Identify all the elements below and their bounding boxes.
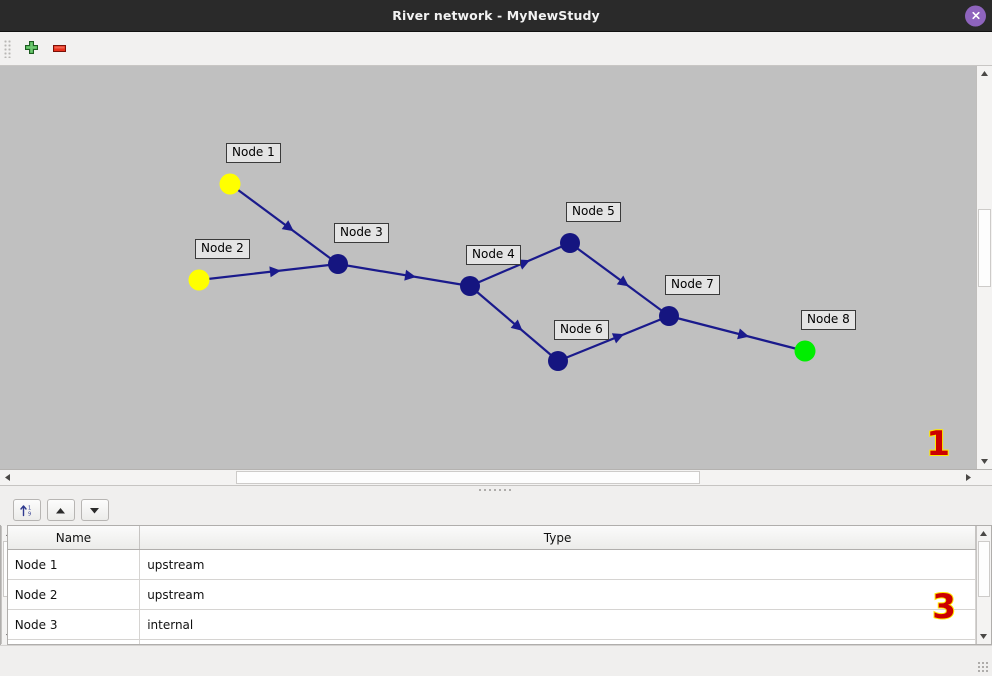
nodes-scroll-up-arrow-icon[interactable] — [976, 526, 991, 541]
graph-edge-arrow-icon — [269, 266, 281, 278]
graph-node-label[interactable]: Node 2 — [195, 239, 250, 259]
scroll-up-arrow-icon[interactable] — [977, 66, 992, 81]
table-cell[interactable]: upstream — [139, 579, 976, 610]
graph-edge[interactable] — [198, 262, 339, 282]
remove-minus-icon[interactable] — [45, 36, 73, 62]
scroll-right-arrow-icon[interactable] — [961, 470, 976, 485]
graph-edge-arrow-icon — [404, 269, 417, 281]
graph-edge[interactable] — [569, 242, 670, 317]
graph-edges-and-nodes — [188, 173, 816, 371]
window-resize-grip-icon[interactable] — [978, 662, 989, 673]
graph-vscroll-thumb[interactable] — [978, 209, 991, 287]
graph-node[interactable] — [659, 306, 679, 326]
graph-edge[interactable] — [557, 314, 670, 363]
table-cell[interactable]: Node 1 — [7, 549, 141, 580]
graph-edge-arrow-icon — [737, 328, 750, 340]
window-title: River network - MyNewStudy — [392, 8, 600, 23]
annotation-1: 1 — [925, 424, 951, 464]
graph-edge[interactable] — [469, 285, 559, 362]
graph-edge-arrow-icon — [281, 220, 294, 232]
nodes-arrow-up-icon[interactable] — [46, 499, 75, 521]
graph-edge[interactable] — [337, 262, 471, 288]
graph-canvas-area: 1 Node 1 Node 2 Node 3 Node 4 Node 5 Node 6 No… — [0, 66, 992, 470]
nodes-vscroll-thumb[interactable] — [977, 541, 990, 597]
graph-node-label[interactable]: Node 8 — [801, 310, 856, 330]
horizontal-splitter[interactable] — [0, 486, 992, 495]
nodes-vscroll-track[interactable] — [976, 541, 991, 629]
graph-vscroll-track[interactable] — [977, 81, 992, 454]
svg-text:1: 1 — [28, 505, 31, 511]
toolbar-grip[interactable] — [4, 39, 11, 58]
graph-node[interactable] — [794, 340, 816, 362]
graph-node[interactable] — [219, 173, 241, 195]
nodes-table-vertical-scrollbar[interactable] — [975, 526, 992, 644]
splitter-grip-icon — [479, 489, 513, 492]
graph-vertical-scrollbar[interactable] — [976, 66, 992, 469]
graph-node-label[interactable]: Node 3 — [334, 223, 389, 243]
scrollbar-corner — [976, 470, 992, 485]
graph-node[interactable] — [560, 233, 580, 253]
nodes-table-row[interactable]: Node 4internal — [7, 639, 976, 644]
graph-node-label[interactable]: Node 6 — [554, 320, 609, 340]
nodes-sort-ascending-icon[interactable]: 1 9 — [12, 499, 41, 521]
graph-node[interactable] — [188, 269, 210, 291]
column-header[interactable]: Type — [139, 526, 976, 550]
window-titlebar: River network - MyNewStudy — [0, 0, 992, 32]
scroll-left-arrow-icon[interactable] — [0, 470, 15, 485]
add-plus-icon[interactable] — [17, 36, 45, 62]
graph-edge-arrow-icon — [517, 259, 531, 270]
table-cell[interactable]: upstream — [139, 549, 976, 580]
svg-text:9: 9 — [28, 511, 31, 517]
graph-node-label[interactable]: Node 1 — [226, 143, 281, 163]
close-icon[interactable] — [965, 5, 986, 26]
nodes-toolbar: 1 9 — [6, 495, 992, 525]
nodes-scroll-down-arrow-icon[interactable] — [976, 629, 991, 644]
graph-node[interactable] — [548, 351, 568, 371]
graph-edge-arrow-icon — [510, 319, 523, 331]
graph-edge[interactable] — [668, 314, 806, 353]
table-cell[interactable]: Node 4 — [7, 639, 141, 644]
graph-hscroll-track[interactable] — [15, 470, 961, 485]
graph-edge[interactable] — [229, 183, 339, 265]
graph-horizontal-scrollbar[interactable] — [0, 470, 992, 486]
graph-edge-arrow-icon — [616, 275, 629, 287]
scroll-down-arrow-icon[interactable] — [977, 454, 992, 469]
graph-hscroll-thumb[interactable] — [236, 471, 700, 484]
main-toolbar — [0, 32, 992, 66]
statusbar — [0, 645, 992, 676]
graph-node-label[interactable]: Node 5 — [566, 202, 621, 222]
table-cell[interactable]: Node 3 — [7, 609, 141, 640]
graph-edge-arrow-icon — [611, 333, 625, 344]
table-cell[interactable]: Node 2 — [7, 579, 141, 610]
nodes-arrow-down-icon[interactable] — [80, 499, 109, 521]
graph-node[interactable] — [460, 276, 480, 296]
graph-node-label[interactable]: Node 7 — [665, 275, 720, 295]
graph-node-label[interactable]: Node 4 — [466, 245, 521, 265]
river-network-graph[interactable]: 1 Node 1 Node 2 Node 3 Node 4 Node 5 Node 6 No… — [0, 66, 976, 469]
graph-node[interactable] — [328, 254, 348, 274]
column-header[interactable]: Name — [7, 526, 141, 550]
table-cell[interactable]: internal — [139, 609, 976, 640]
table-cell[interactable]: internal — [139, 639, 976, 644]
